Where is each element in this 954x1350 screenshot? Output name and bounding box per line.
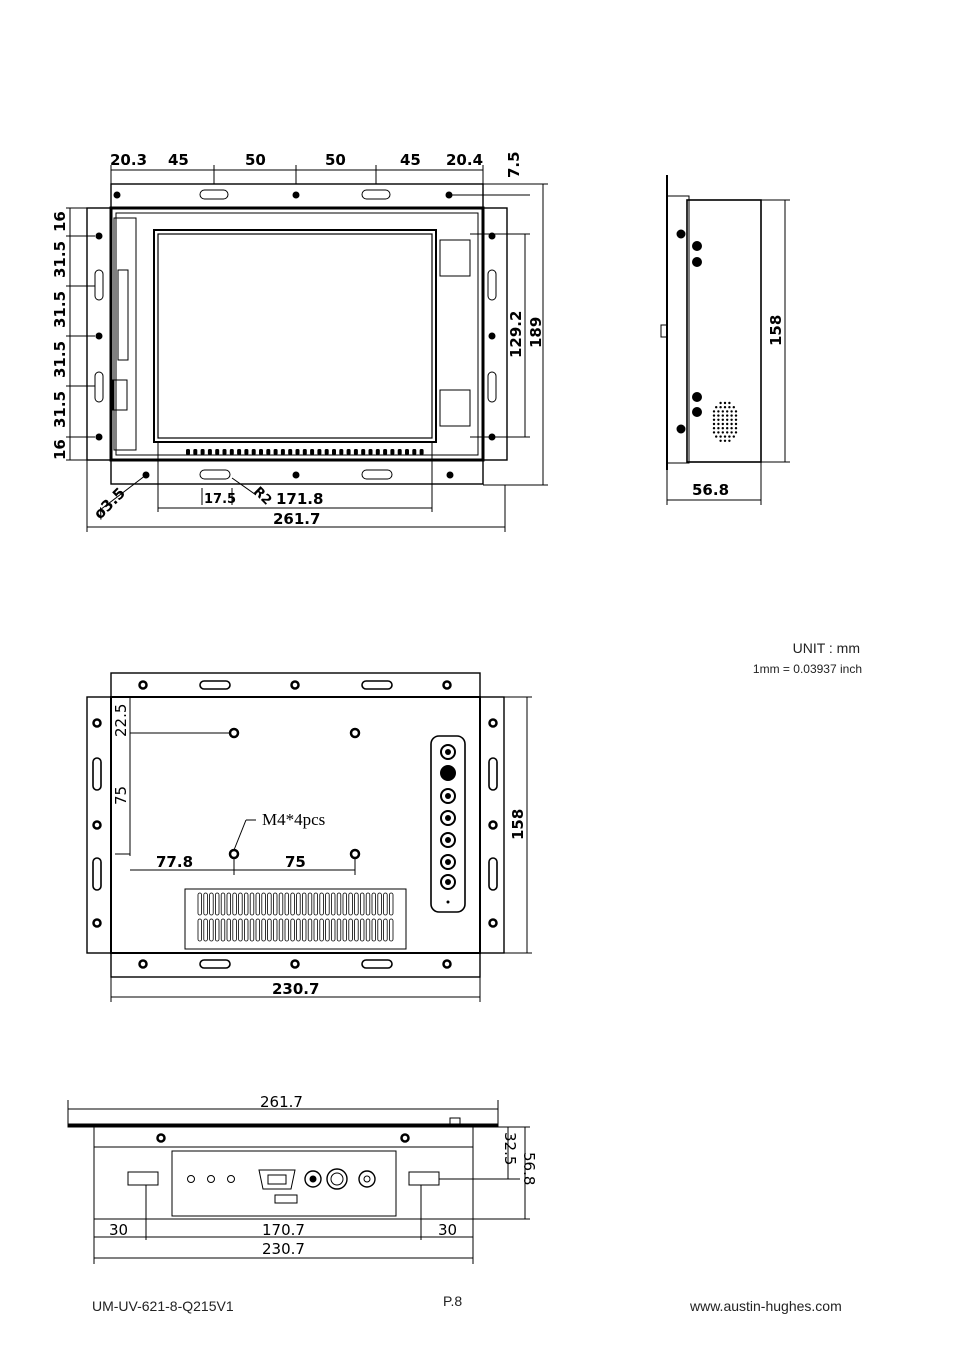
dim-total-height: 189 bbox=[527, 317, 545, 348]
dim-top-offset: 7.5 bbox=[505, 151, 523, 178]
bottom-view bbox=[67, 1100, 530, 1264]
unit-conversion: 1mm = 0.03937 inch bbox=[752, 662, 862, 676]
rear-view-dimensions: 22.5 75 M4*4pcs 77.8 75 158 230.7 bbox=[112, 704, 527, 998]
dim-left-6: 16 bbox=[51, 439, 69, 460]
dim-bottom-total-width: 261.7 bbox=[260, 1093, 303, 1111]
bottom-view-dimensions: 261.7 32.5 56.8 30 170.7 30 230.7 bbox=[109, 1093, 538, 1258]
dim-top-2: 45 bbox=[168, 151, 189, 169]
dim-bottom-left: 30 bbox=[109, 1221, 128, 1239]
dim-hole-diameter: ø3.5 bbox=[90, 484, 129, 523]
dim-left-2: 31.5 bbox=[51, 241, 69, 278]
dim-left-1: 16 bbox=[51, 211, 69, 232]
front-vent-row bbox=[186, 449, 424, 455]
dim-rear-height: 158 bbox=[509, 809, 527, 840]
mount-note: M4*4pcs bbox=[262, 810, 325, 829]
dim-bottom-body-width: 230.7 bbox=[262, 1240, 305, 1258]
dim-top-6: 20.4 bbox=[446, 151, 483, 169]
dim-top-1: 20.3 bbox=[110, 151, 147, 169]
dim-left-3: 31.5 bbox=[51, 291, 69, 328]
dim-bottom-right: 30 bbox=[438, 1221, 457, 1239]
dim-top-5: 45 bbox=[400, 151, 421, 169]
dim-side-height: 158 bbox=[767, 315, 785, 346]
front-view bbox=[66, 165, 548, 532]
website: www.austin-hughes.com bbox=[690, 1298, 842, 1314]
dim-left-4: 31.5 bbox=[51, 341, 69, 378]
osd-button-panel bbox=[440, 744, 456, 904]
dim-vesa-horizontal: 75 bbox=[285, 853, 306, 871]
dim-bottom-depth: 56.8 bbox=[520, 1152, 538, 1185]
dim-total-width: 261.7 bbox=[273, 510, 320, 528]
dim-slot-radius: R2 bbox=[250, 484, 274, 508]
side-view bbox=[660, 175, 790, 505]
unit-label: UNIT : mm bbox=[792, 640, 860, 656]
document-code: UM-UV-621-8-Q215V1 bbox=[92, 1298, 234, 1314]
speaker-grille bbox=[712, 401, 738, 442]
dim-side-depth: 56.8 bbox=[692, 481, 729, 499]
dim-active-height: 129.2 bbox=[507, 311, 525, 358]
dim-vesa-top: 22.5 bbox=[112, 704, 130, 737]
rear-vent-grid bbox=[197, 892, 394, 942]
dim-vesa-left: 77.8 bbox=[156, 853, 193, 871]
dim-active-width: 171.8 bbox=[276, 490, 323, 508]
dim-top-3: 50 bbox=[245, 151, 266, 169]
dim-slot-length: 17.5 bbox=[204, 492, 236, 507]
dim-vesa-vertical: 75 bbox=[112, 786, 130, 805]
dim-top-4: 50 bbox=[325, 151, 346, 169]
page-number: P.8 bbox=[443, 1293, 463, 1309]
dim-bottom-d1: 32.5 bbox=[501, 1132, 519, 1165]
dim-rear-width: 230.7 bbox=[272, 980, 319, 998]
side-view-dimensions: 158 56.8 bbox=[692, 315, 785, 499]
dim-left-5: 31.5 bbox=[51, 391, 69, 428]
rear-view bbox=[86, 672, 532, 1002]
dim-bottom-middle: 170.7 bbox=[262, 1221, 305, 1239]
